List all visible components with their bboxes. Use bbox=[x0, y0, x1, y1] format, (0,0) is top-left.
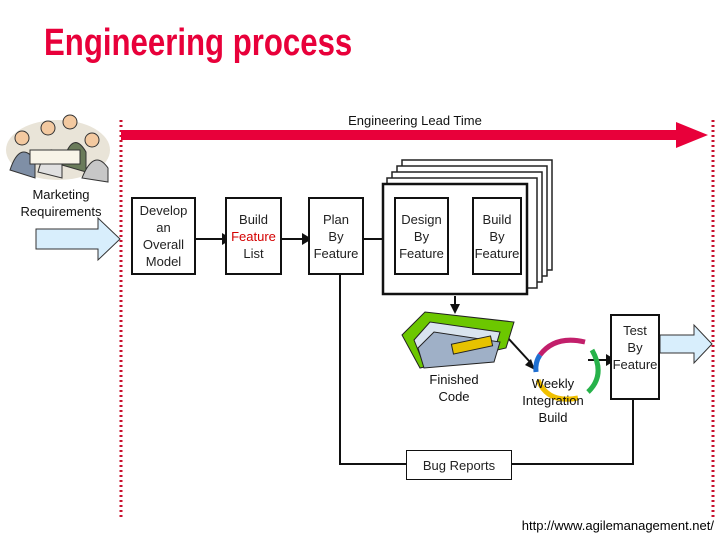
page-title: Engineering process bbox=[44, 22, 353, 64]
finished-code-clipart bbox=[401, 311, 515, 369]
develop-model-box[interactable]: Develop an Overall Model bbox=[131, 197, 196, 275]
fc-l1: Finished bbox=[429, 372, 479, 387]
tbf-l3: Feature bbox=[612, 357, 658, 372]
bfl-l2: Feature bbox=[231, 228, 276, 244]
wi-l1: Weekly bbox=[531, 376, 575, 391]
bbf-l3: Feature bbox=[474, 245, 520, 261]
source-url[interactable]: http://www.agilemanagement.net/ bbox=[521, 518, 714, 533]
dbf-l2: By bbox=[413, 228, 430, 244]
develop-l4: Model bbox=[145, 254, 182, 269]
build-feature-list-box[interactable]: Build Feature List bbox=[225, 197, 282, 275]
bug-reports-label: Bug Reports bbox=[422, 457, 496, 473]
develop-l1: Develop bbox=[139, 203, 188, 218]
develop-l2: an bbox=[156, 220, 171, 235]
develop-l3: Overall bbox=[142, 237, 185, 252]
bug-reports-box[interactable]: Bug Reports bbox=[406, 450, 512, 480]
bbf-l1: Build bbox=[482, 211, 512, 227]
design-by-feature-box[interactable]: Design By Feature bbox=[394, 197, 449, 275]
wi-l3: Build bbox=[538, 410, 568, 425]
test-by-feature-box[interactable]: Test By Feature bbox=[610, 314, 660, 400]
integration-cycle bbox=[533, 337, 601, 402]
lead-time-label: Engineering Lead Time bbox=[348, 113, 482, 128]
tbf-l2: By bbox=[627, 340, 643, 355]
weekly-integration-label: Weekly Integration Build bbox=[510, 375, 596, 426]
lead-time-arrow bbox=[121, 122, 708, 148]
dbf-l3: Feature bbox=[399, 245, 444, 261]
build-by-feature-box[interactable]: Build By Feature bbox=[472, 197, 522, 275]
dbf-l1: Design bbox=[401, 211, 442, 227]
pbf-l2: By bbox=[328, 228, 344, 244]
pbf-l3: Feature bbox=[313, 245, 359, 261]
marketing-input-arrow bbox=[35, 216, 121, 262]
output-arrow bbox=[659, 323, 713, 365]
people-clipart bbox=[6, 114, 110, 183]
bfl-l1: Build bbox=[239, 211, 268, 227]
marketing-label-line2: Requirements bbox=[20, 204, 102, 219]
marketing-requirements-label: Marketing Requirements bbox=[2, 186, 120, 220]
tbf-l1: Test bbox=[623, 323, 647, 338]
fc-l2: Code bbox=[438, 389, 470, 404]
bbf-l2: By bbox=[489, 228, 505, 244]
pbf-l1: Plan bbox=[322, 211, 350, 227]
marketing-label-line1: Marketing bbox=[32, 187, 90, 202]
finished-code-label: Finished Code bbox=[414, 371, 494, 405]
plan-by-feature-box[interactable]: Plan By Feature bbox=[308, 197, 364, 275]
wi-l2: Integration bbox=[522, 393, 584, 408]
bfl-l3: List bbox=[243, 245, 264, 261]
